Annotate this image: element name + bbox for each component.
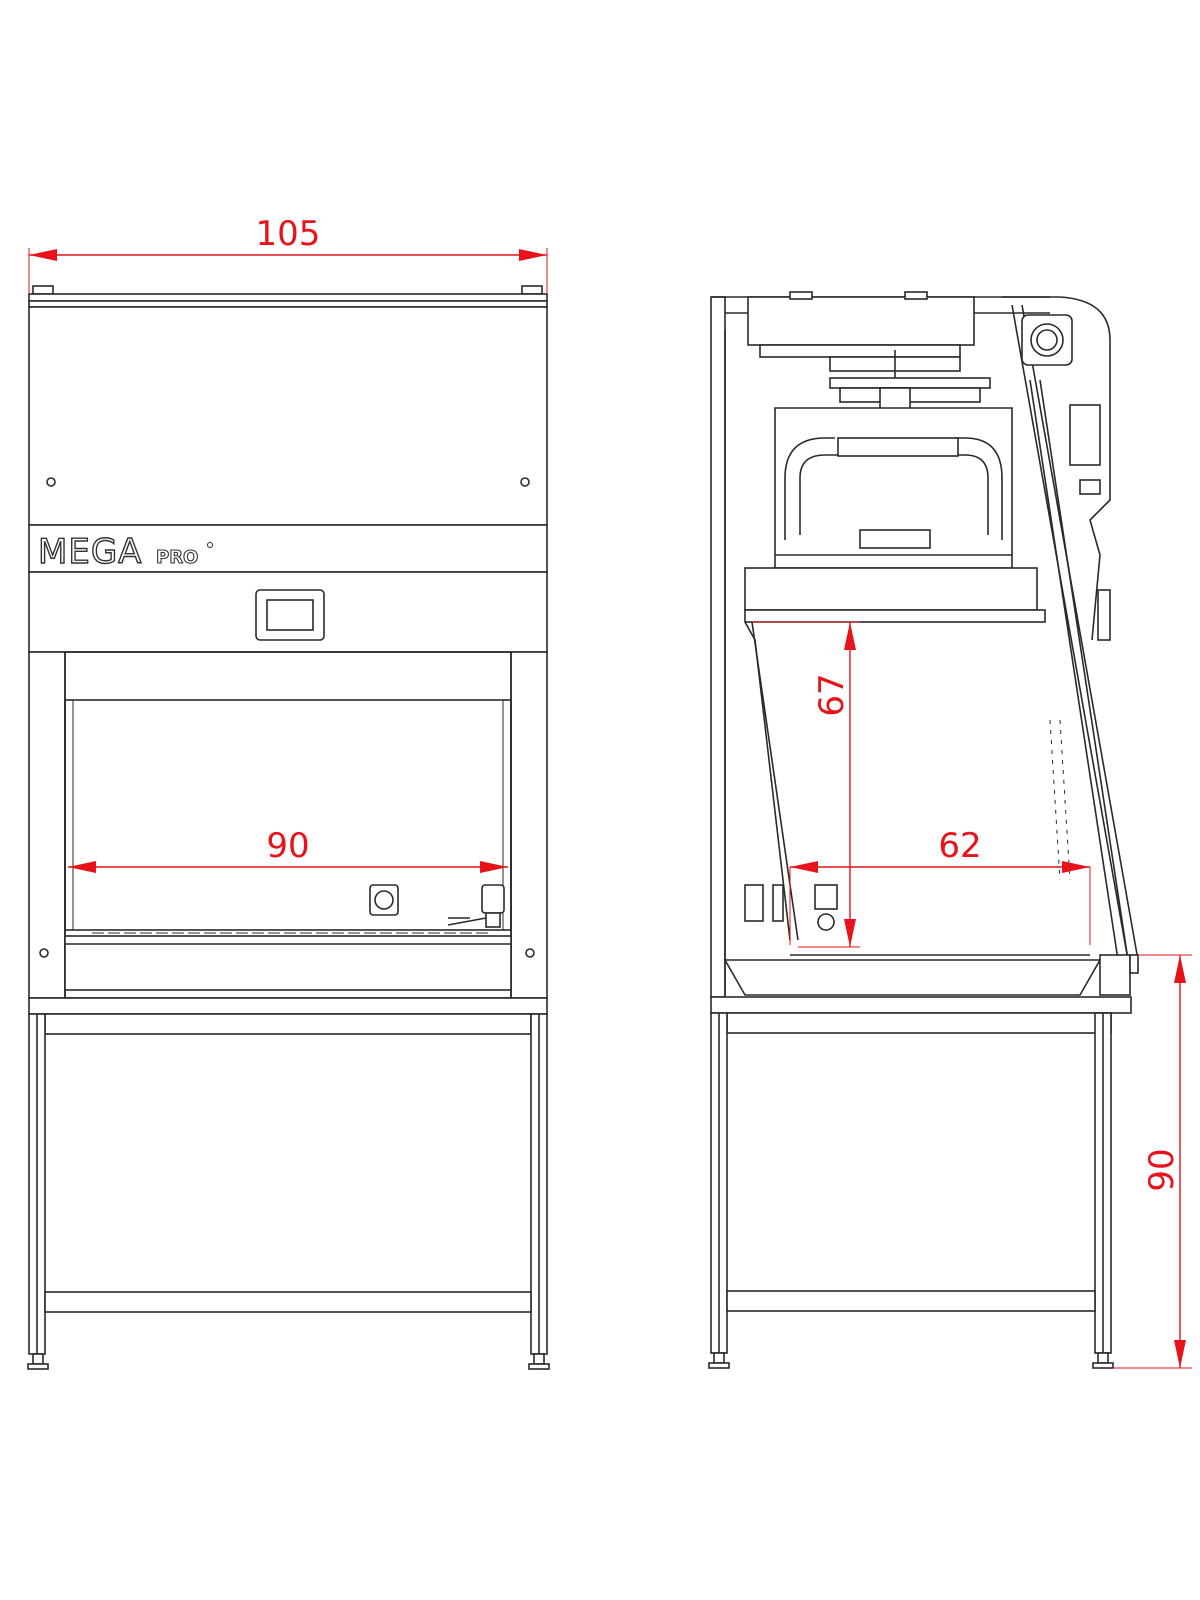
front-lip <box>1099 954 1131 996</box>
front-top-cap-left <box>32 285 54 295</box>
dim-arrow <box>519 249 547 261</box>
sash-light-box <box>1021 314 1073 366</box>
dim-arrow <box>29 249 57 261</box>
rear-plenum-perforations <box>1049 719 1061 881</box>
screw-icon <box>520 477 530 487</box>
dim-side-stand-height: 90 <box>1113 954 1192 1369</box>
registered-mark-icon <box>207 542 213 548</box>
fan-hub <box>879 387 911 411</box>
side-work-tray <box>723 959 1102 996</box>
foot-left <box>32 1353 44 1365</box>
dim-arrow <box>844 622 856 650</box>
side-stand-top-rail <box>726 1012 1112 1034</box>
front-top-cap-right <box>521 285 543 295</box>
dim-label-90-front: 90 <box>266 826 309 866</box>
screw-icon <box>525 948 535 958</box>
stand-bottom-rail <box>44 1291 532 1313</box>
sash-glass <box>1029 379 1119 961</box>
dim-arrow <box>1174 955 1186 983</box>
brand-logo-main: MEGA <box>38 532 142 572</box>
front-top-rim <box>28 293 548 302</box>
side-base-band <box>710 996 1132 1014</box>
side-foot-front <box>1097 1352 1109 1364</box>
side-valve-icon <box>814 884 838 910</box>
dim-front-overall-width: 105 <box>28 214 548 294</box>
side-stand-bottom-rail <box>726 1290 1096 1312</box>
screw-icon <box>39 948 49 958</box>
power-socket-icon <box>369 884 399 916</box>
gas-valve-icon <box>481 884 505 914</box>
dim-arrow <box>1062 861 1090 873</box>
foot-right <box>533 1353 545 1365</box>
display-screen-inner <box>266 599 314 631</box>
side-back-wall <box>710 296 726 998</box>
side-foot-back <box>713 1352 725 1364</box>
front-pillar-left <box>28 651 66 999</box>
dim-arrow <box>68 861 96 873</box>
stand-top-rail <box>44 1013 532 1035</box>
main-hepa-filter <box>744 567 1038 611</box>
work-chamber-back-panel <box>64 699 512 931</box>
dim-arrow <box>1174 1340 1186 1368</box>
front-base-band <box>28 997 548 1015</box>
work-tray-front <box>64 935 512 991</box>
dim-arrow <box>480 861 508 873</box>
dim-label-90-side: 90 <box>1142 1148 1182 1191</box>
dim-side-opening-height: 67 <box>752 621 860 948</box>
top-filter-housing <box>747 296 975 346</box>
screw-icon <box>46 477 56 487</box>
front-view: MEGA PRO <box>27 285 550 1370</box>
side-view <box>708 291 1139 1369</box>
front-hood-panel <box>28 306 548 526</box>
brand-logo-sub: PRO <box>156 547 198 568</box>
dim-arrow <box>844 919 856 947</box>
display-screen <box>255 589 325 641</box>
dim-label-62: 62 <box>938 826 981 866</box>
side-socket-icon <box>744 884 764 922</box>
front-pillar-right <box>510 651 548 999</box>
front-sash-frame <box>1002 296 1111 641</box>
dim-side-work-depth: 62 <box>789 826 1091 945</box>
gas-nozzle <box>447 917 487 926</box>
dim-label-105: 105 <box>256 214 321 254</box>
dim-label-67: 67 <box>812 673 852 716</box>
logo-strip <box>28 524 548 573</box>
dim-front-work-width: 90 <box>68 826 508 873</box>
dim-arrow <box>790 861 818 873</box>
sash-rail-outer <box>1011 304 1129 961</box>
